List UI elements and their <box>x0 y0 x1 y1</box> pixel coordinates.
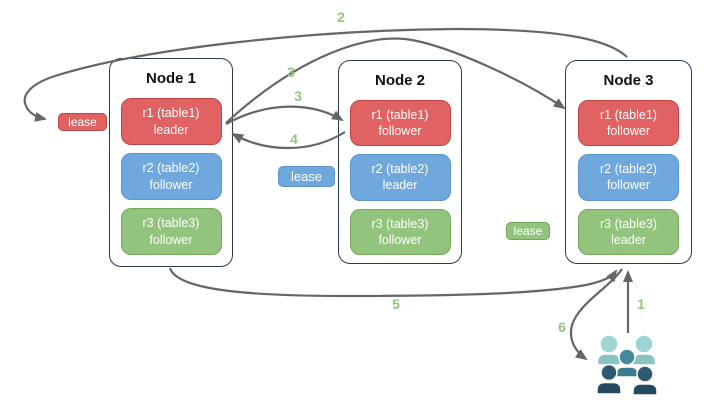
step-label-3a: 3 <box>287 64 295 80</box>
replica-role: follower <box>378 124 422 139</box>
arrow-step-5 <box>168 267 618 298</box>
node-1-title: Node 1 <box>145 70 196 87</box>
node-3-replica-r2: r2 (table2) follower <box>578 154 679 201</box>
replica-label: r2 (table2) <box>371 162 429 177</box>
node-3-replica-r3: r3 (table3) leader <box>578 208 679 255</box>
replica-label: r1 (table1) <box>600 107 657 122</box>
replica-role: follower <box>606 178 651 193</box>
node-1: Node 1 r1 (table1) leader r2 (table2) fo… <box>109 58 233 267</box>
replica-role: follower <box>606 124 651 139</box>
replica-role: follower <box>149 232 193 247</box>
replica-label: r3 (table3) <box>142 216 200 231</box>
node-1-replica-r2: r2 (table2) follower <box>120 153 222 200</box>
node-2-replica-r1: r1 (table1) follower <box>349 100 451 147</box>
step-label-1: 1 <box>637 296 645 312</box>
arrow-step-3-to-node2 <box>225 105 344 125</box>
node-1-replica-r1: r1 (table1) leader <box>120 98 222 145</box>
arrow-step-6 <box>569 268 623 361</box>
step-label-3b: 3 <box>294 88 302 104</box>
replica-label: r2 (table2) <box>600 162 657 177</box>
step-label-4: 4 <box>290 131 298 147</box>
replica-role: follower <box>378 232 422 247</box>
replica-label: r1 (table1) <box>142 106 200 121</box>
step-label-2: 2 <box>337 9 345 25</box>
replica-label: r2 (table2) <box>142 161 200 176</box>
people-group-icon <box>596 334 658 396</box>
replica-role: leader <box>153 122 189 137</box>
node-3: Node 3 r1 (table1) follower r2 (table2) … <box>565 60 692 264</box>
step-label-5: 5 <box>392 296 400 312</box>
node-2-replica-r2: r2 (table2) leader <box>349 154 451 201</box>
lease-badge-table1: lease <box>58 113 107 131</box>
node-2: Node 2 r1 (table1) follower r2 (table2) … <box>338 60 462 264</box>
arrow-step-4 <box>231 131 346 150</box>
replica-label: r1 (table1) <box>371 107 429 122</box>
node-1-replica-r3: r3 (table3) follower <box>120 208 222 255</box>
lease-badge-table2: lease <box>278 166 335 187</box>
replica-role: leader <box>611 232 646 247</box>
replica-role: follower <box>149 177 193 192</box>
replica-label: r3 (table3) <box>371 216 429 231</box>
replica-role: leader <box>382 178 418 193</box>
step-label-6: 6 <box>558 319 566 335</box>
lease-badge-table3: lease <box>506 222 550 240</box>
node-3-replica-r1: r1 (table1) follower <box>578 100 679 147</box>
replica-label: r3 (table3) <box>600 216 657 231</box>
node-2-title: Node 2 <box>374 72 425 89</box>
node-2-replica-r3: r3 (table3) follower <box>349 208 451 255</box>
node-3-title: Node 3 <box>603 72 654 89</box>
